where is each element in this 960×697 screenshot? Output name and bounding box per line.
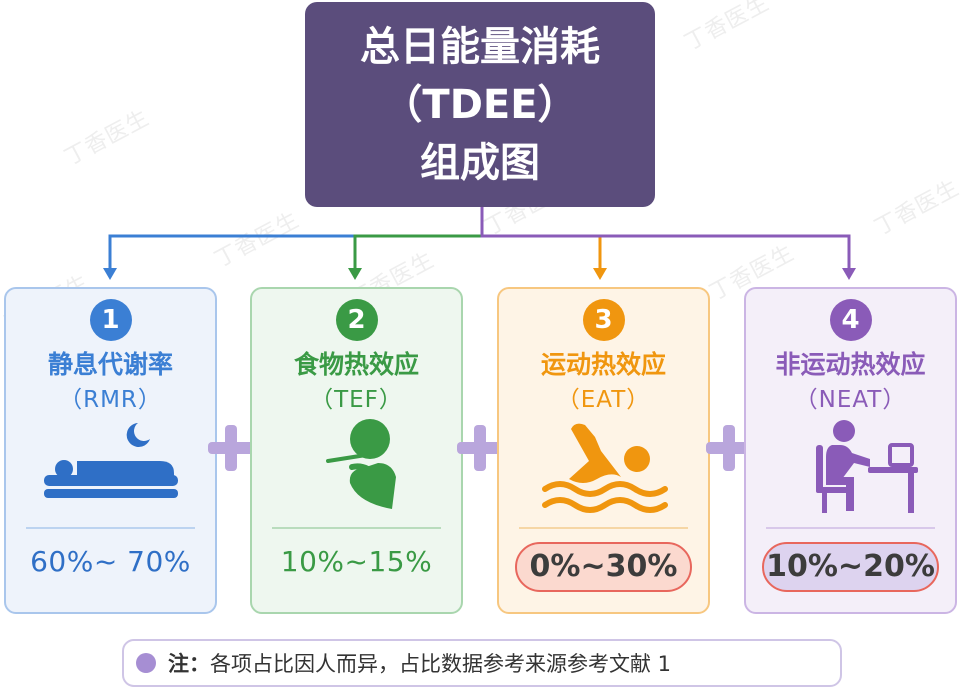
badge-number: 1 bbox=[89, 299, 132, 341]
card-abbr: （TEF） bbox=[310, 387, 403, 413]
card-percent: 0%~30% bbox=[529, 549, 678, 584]
arrow-eat bbox=[593, 268, 607, 280]
title-line-3: 组成图 bbox=[420, 139, 540, 186]
plus-icon bbox=[455, 423, 505, 473]
title-box: 总日能量消耗 （TDEE） 组成图 bbox=[305, 2, 655, 207]
card-rmr: 1 静息代谢率 （RMR） 60%~ 70% bbox=[4, 287, 217, 614]
arrow-rmr bbox=[103, 268, 117, 280]
sleeping-person-moon-icon bbox=[44, 423, 178, 498]
swimming-person-icon bbox=[542, 423, 668, 513]
watermark: 丁香医生 bbox=[60, 105, 154, 171]
card-abbr: （NEAT） bbox=[794, 387, 907, 413]
badge-number: 2 bbox=[335, 299, 378, 341]
card-name: 非运动热效应 bbox=[775, 350, 926, 379]
watermark: 丁香医生 bbox=[870, 175, 960, 241]
person-eating-icon bbox=[326, 419, 396, 509]
card-name: 静息代谢率 bbox=[47, 350, 173, 379]
badge-number: 4 bbox=[829, 299, 872, 341]
badge-number: 3 bbox=[582, 299, 625, 341]
footnote-text: 各项占比因人而异，占比数据参考来源参考文献 1 bbox=[210, 652, 672, 676]
plus-icon bbox=[206, 423, 256, 473]
divider bbox=[519, 527, 688, 529]
card-percent: 10%~20% bbox=[766, 549, 935, 584]
card-tef: 2 食物热效应 （TEF） 10%~15% bbox=[250, 287, 463, 614]
plus-icon bbox=[704, 423, 754, 473]
footnote-label: 注： bbox=[168, 652, 210, 676]
watermark: 丁香医生 bbox=[210, 207, 304, 273]
card-name: 运动热效应 bbox=[540, 350, 666, 379]
card-percent: 10%~15% bbox=[280, 545, 433, 578]
arrow-neat bbox=[842, 268, 856, 280]
divider bbox=[766, 527, 935, 529]
card-name: 食物热效应 bbox=[293, 350, 419, 379]
title-line-2: （TDEE） bbox=[382, 81, 578, 128]
card-abbr: （RMR） bbox=[59, 387, 162, 413]
person-at-desk-icon bbox=[816, 420, 918, 513]
watermark: 丁香医生 bbox=[680, 0, 774, 56]
card-percent-pill: 0%~30% bbox=[515, 542, 692, 592]
title-line-1: 总日能量消耗 bbox=[360, 23, 600, 70]
divider bbox=[272, 527, 441, 529]
footnote: 注： 各项占比因人而异，占比数据参考来源参考文献 1 bbox=[122, 639, 842, 687]
card-percent: 60%~ 70% bbox=[30, 545, 191, 578]
card-eat: 3 运动热效应 （EAT） 0%~30% bbox=[497, 287, 710, 614]
card-abbr: （EAT） bbox=[556, 387, 651, 413]
card-percent-pill: 10%~20% bbox=[762, 542, 939, 592]
divider bbox=[26, 527, 195, 529]
bullet-dot-icon bbox=[136, 653, 156, 673]
card-neat: 4 非运动热效应 （NEAT） 10%~20% bbox=[744, 287, 957, 614]
